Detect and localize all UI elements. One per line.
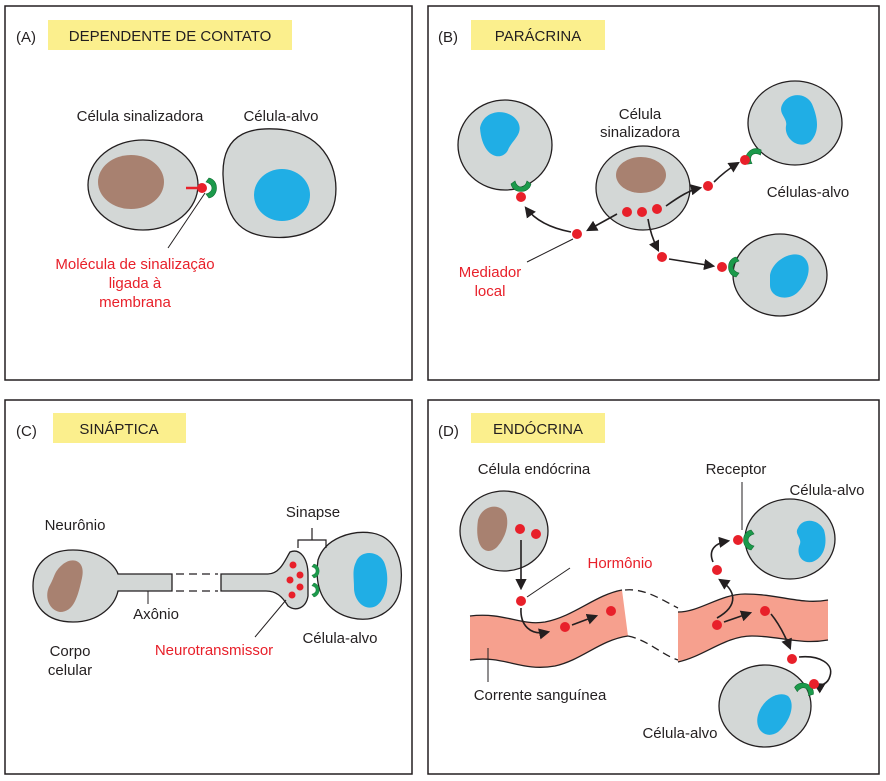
synapse-label: Sinapse [286, 504, 340, 521]
nucleus [480, 112, 520, 157]
leader-line [254, 599, 287, 638]
title-highlight [471, 20, 605, 50]
signal-molecule-icon [296, 583, 304, 591]
panel-title: PARÁCRINA [495, 28, 581, 45]
signal-molecule-icon [712, 565, 722, 575]
panel-contact-dependent: (A) DEPENDENTE DE CONTATO Célula sinaliz… [4, 5, 413, 381]
arrow-icon [586, 213, 618, 232]
panel-synaptic: (C) SINÁPTICA Neurônio Sinapse Axônio Cé… [4, 399, 413, 775]
signal-molecule-icon [717, 262, 727, 272]
signal-molecule-icon [652, 204, 662, 214]
panel-endocrine: (D) ENDÓCRINA Célula endócrina Receptor … [427, 399, 880, 775]
panel-paracrine: (B) PARÁCRINA Célula sinalizadora [427, 5, 880, 381]
title-highlight [471, 413, 605, 443]
panel-letter: (D) [438, 423, 459, 440]
signal-molecule-icon [531, 529, 541, 539]
molecule-label-line1: Molécula de sinalização [55, 256, 214, 273]
signal-molecule-icon [289, 561, 297, 569]
target-cells-label: Células-alvo [767, 184, 850, 201]
signal-molecule-icon [787, 654, 797, 664]
neurotransmitter-label: Neurotransmissor [155, 642, 273, 659]
neuron-label: Neurônio [45, 517, 106, 534]
nucleus [781, 95, 817, 145]
panel-letter: (C) [16, 423, 37, 440]
signal-molecule-icon [809, 679, 819, 689]
signal-molecule-icon [560, 622, 570, 632]
arrow-icon [716, 578, 734, 619]
title-highlight [53, 413, 186, 443]
panel-title: ENDÓCRINA [493, 421, 583, 438]
cell-body-label-line2: celular [48, 662, 92, 679]
signal-molecule-icon [703, 181, 713, 191]
panel-letter: (A) [16, 29, 36, 46]
arrow-icon [723, 610, 753, 623]
bloodstream-label: Corrente sanguínea [474, 687, 607, 704]
nucleus [616, 157, 666, 193]
arrow-icon [524, 206, 572, 233]
nucleus [98, 155, 164, 209]
nucleus [477, 506, 508, 551]
molecule-label-line2: ligada à [109, 275, 162, 292]
arrow-icon [520, 607, 551, 640]
nucleus [353, 553, 388, 608]
mediator-label-line1: Mediador [459, 264, 522, 281]
target-cell-label: Célula-alvo [302, 630, 377, 647]
panel-title: DEPENDENTE DE CONTATO [69, 28, 272, 45]
signal-molecule-icon [657, 252, 667, 262]
vessel-gap [624, 589, 679, 609]
blood-vessel-segment [678, 594, 828, 662]
signaling-cell-label-line1: Célula [619, 106, 662, 123]
signaling-cell-label-line2: sinalizadora [600, 124, 681, 141]
signal-molecule-icon [740, 155, 750, 165]
arrow-icon [770, 613, 792, 651]
signal-molecule-icon [197, 183, 207, 193]
panel-letter: (B) [438, 29, 458, 46]
signal-molecule-icon [637, 207, 647, 217]
signal-molecule-icon [622, 207, 632, 217]
signal-molecule-icon [712, 620, 722, 630]
nucleus [796, 520, 826, 563]
title-highlight [48, 20, 292, 50]
signal-molecule-icon [296, 571, 304, 579]
arrow-icon [710, 536, 731, 563]
signal-molecule-icon [286, 576, 294, 584]
arrow-icon [665, 184, 703, 207]
target-cell-bottom-label: Célula-alvo [642, 725, 717, 742]
endocrine-cell-label: Célula endócrina [478, 461, 591, 478]
nucleus [770, 254, 809, 298]
signal-molecule-icon [606, 606, 616, 616]
arrow-icon [571, 613, 599, 626]
signal-molecule-icon [760, 606, 770, 616]
signal-molecule-icon [288, 591, 296, 599]
panel-title: SINÁPTICA [79, 421, 158, 438]
hormone-label: Hormônio [587, 555, 652, 572]
signaling-cell-label: Célula sinalizadora [77, 108, 204, 125]
mediator-label-line2: local [475, 283, 506, 300]
signal-molecule-icon [572, 229, 582, 239]
nucleus [757, 694, 792, 735]
target-cell-label: Célula-alvo [243, 108, 318, 125]
arrow-icon [647, 218, 660, 253]
vessel-gap [627, 635, 679, 661]
receptor-label: Receptor [706, 461, 767, 478]
signal-molecule-icon [515, 524, 525, 534]
nucleus [47, 560, 83, 612]
arrow-icon [713, 161, 740, 183]
signal-molecule-icon [516, 192, 526, 202]
leader-line [526, 238, 574, 263]
leader-line [167, 192, 206, 249]
target-cell-top-label: Célula-alvo [789, 482, 864, 499]
axon-label: Axônio [133, 606, 179, 623]
cell-body-label-line1: Corpo [50, 643, 91, 660]
signal-molecule-icon [516, 596, 526, 606]
nucleus [254, 169, 310, 221]
arrow-icon [668, 258, 716, 271]
axon-terminal [220, 550, 309, 610]
arrow-icon [798, 655, 832, 694]
molecule-label-line3: membrana [99, 294, 171, 311]
leader-line [526, 567, 571, 598]
signal-molecule-icon [733, 535, 743, 545]
